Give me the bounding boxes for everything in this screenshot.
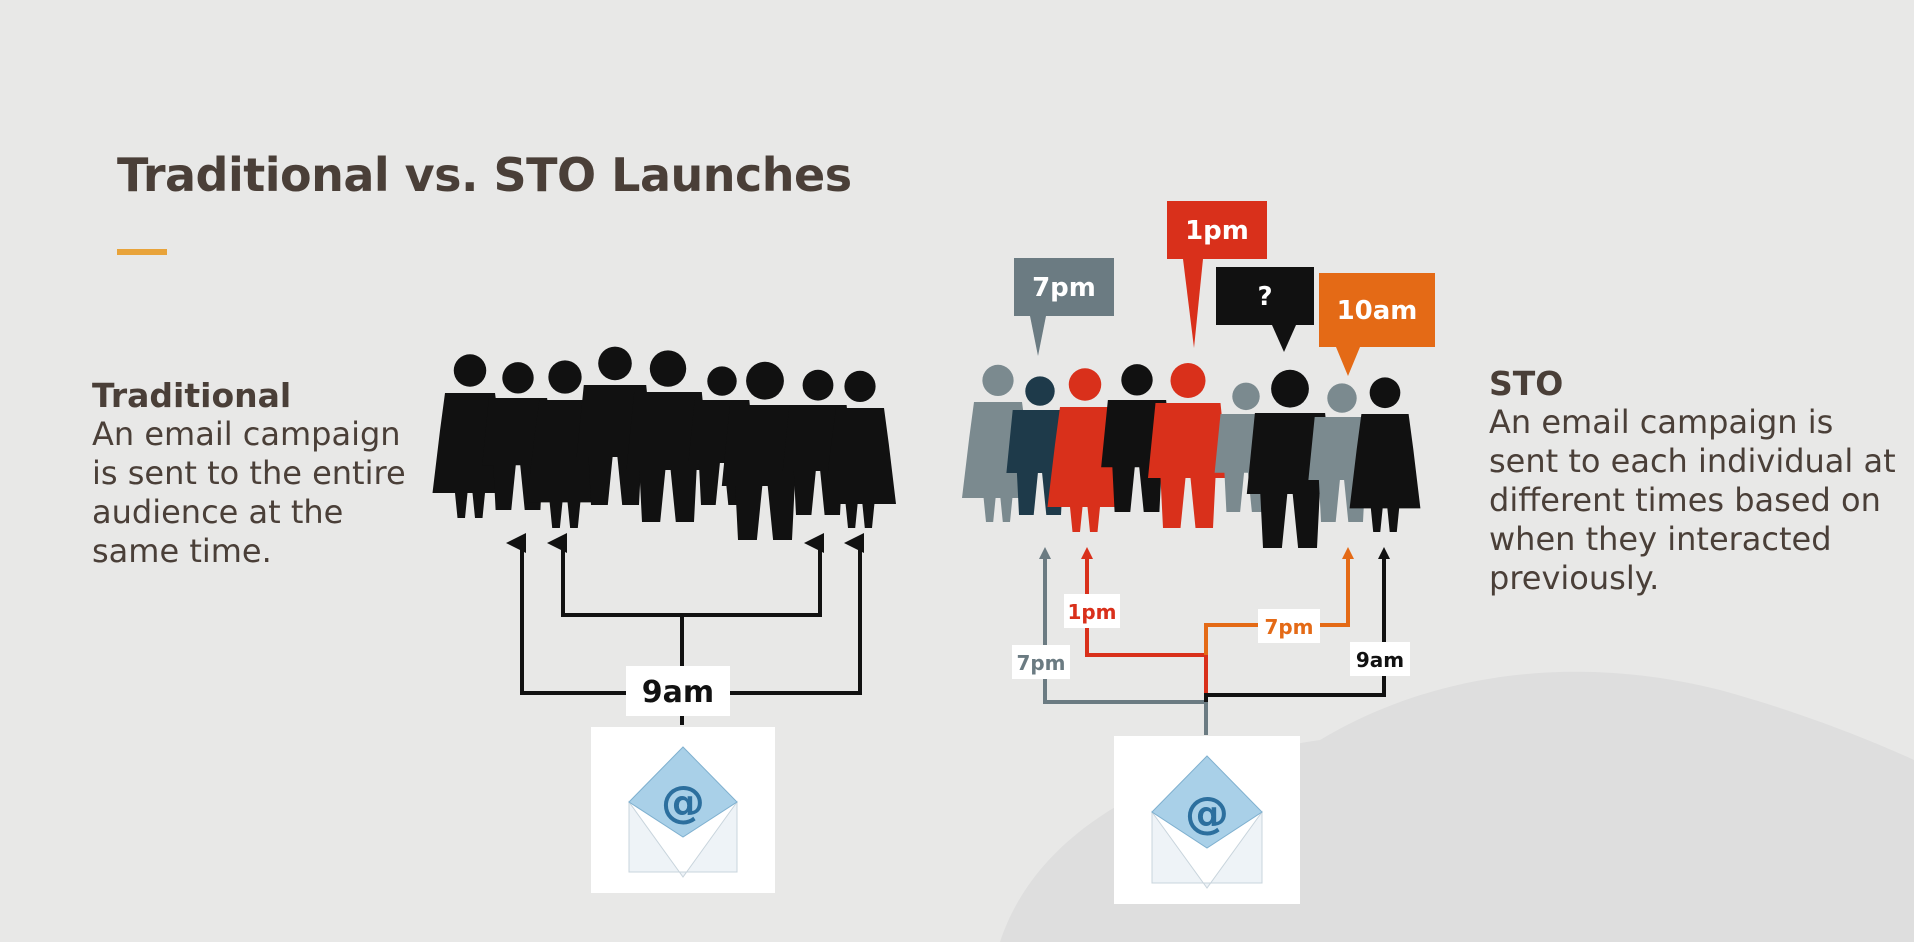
bubble-7pm: 7pm [1014, 258, 1114, 356]
sto-label-7pm-orange: 7pm [1258, 609, 1320, 643]
bubble-1pm: 1pm [1167, 201, 1267, 348]
sto-label-1pm: 1pm [1064, 594, 1120, 628]
svg-text:7pm: 7pm [1016, 651, 1065, 675]
sto-heading: STO [1489, 364, 1564, 403]
svg-text:7pm: 7pm [1264, 615, 1313, 639]
email-at-icon: @ [591, 727, 775, 893]
sto-label-7pm-gray: 7pm [1012, 645, 1070, 679]
svg-text:1pm: 1pm [1185, 216, 1249, 246]
traditional-crowd [432, 346, 896, 540]
sto-description: STO An email campaign is sent to each in… [1489, 364, 1909, 598]
svg-text:7pm: 7pm [1032, 273, 1096, 303]
svg-text:@: @ [661, 777, 705, 828]
svg-text:9am: 9am [1356, 648, 1404, 672]
sto-label-9am: 9am [1350, 642, 1410, 676]
sto-arrows [1039, 547, 1390, 735]
svg-text:10am: 10am [1337, 296, 1418, 326]
page-title: Traditional vs. STO Launches [117, 148, 852, 202]
svg-text:?: ? [1257, 282, 1272, 312]
traditional-time-label: 9am [642, 675, 714, 710]
traditional-time-badge: 9am [626, 666, 730, 716]
email-at-icon: @ [1114, 736, 1300, 904]
sto-body: An email campaign is sent to each indivi… [1489, 403, 1896, 597]
bubble-question: ? [1216, 267, 1314, 352]
svg-text:1pm: 1pm [1067, 600, 1116, 624]
title-accent-bar [117, 249, 167, 255]
bubble-10am: 10am [1319, 273, 1435, 376]
sto-crowd [962, 363, 1421, 548]
traditional-body: An email campaign is sent to the entire … [92, 415, 406, 570]
svg-text:@: @ [1185, 788, 1229, 839]
traditional-description: Traditional An email campaign is sent to… [92, 376, 422, 571]
traditional-heading: Traditional [92, 376, 292, 415]
